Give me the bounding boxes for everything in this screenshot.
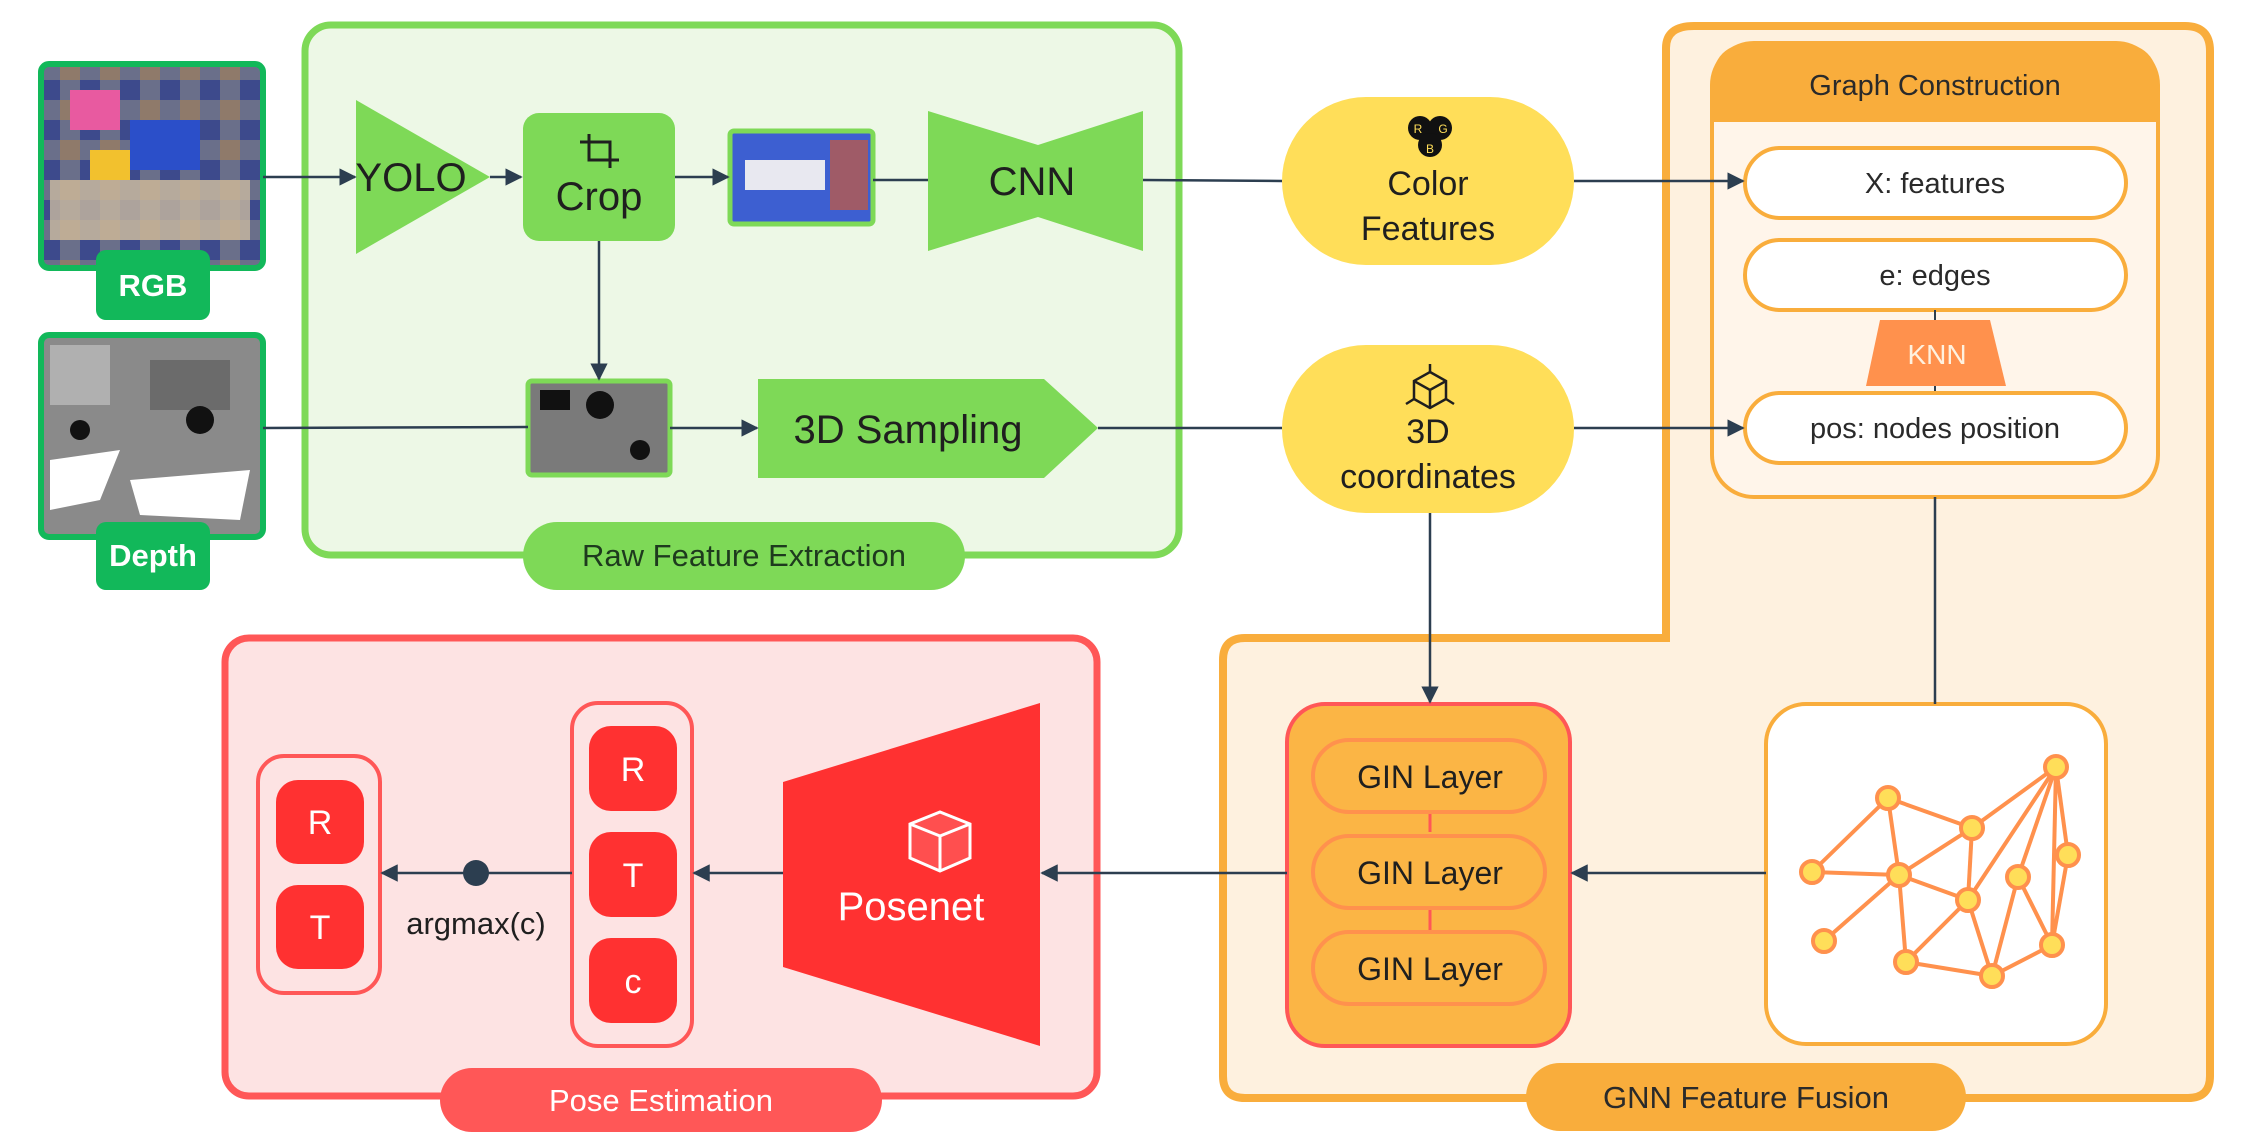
final-t-label: T (310, 909, 331, 947)
depth-input: Depth (38, 332, 266, 590)
posenet-block: Posenet (783, 703, 1040, 1046)
rgb-circles-icon: R G B (1408, 116, 1452, 157)
argmax-label: argmax(c) (406, 906, 546, 941)
gin-layers-block: GIN Layer GIN Layer GIN Layer (1285, 702, 1572, 1048)
e-edges-label: e: edges (1879, 260, 1990, 292)
crop-icon (580, 134, 619, 168)
color-features-pill: R G B Color Features (1282, 97, 1574, 265)
raw-feature-extraction-label-pill (523, 522, 965, 590)
gin-layer-3 (1311, 930, 1547, 1006)
final-r (276, 780, 364, 864)
color-features-line1: Color (1387, 165, 1468, 203)
pos-nodes-pill (1743, 391, 2128, 465)
pose-estimation-label: Pose Estimation (549, 1083, 773, 1118)
output-c-label: c (625, 963, 642, 1001)
cnn-block: CNN (928, 111, 1143, 251)
3d-sampling-label: 3D Sampling (793, 408, 1022, 452)
knn-label: KNN (1907, 339, 1966, 370)
output-r (589, 726, 677, 811)
argmax-node (463, 860, 489, 886)
crop-label: Crop (556, 175, 643, 219)
depth-label: Depth (109, 538, 197, 573)
final-outputs: R T (256, 754, 382, 995)
gin-layer-2 (1311, 834, 1547, 910)
knn-block (1866, 320, 2006, 386)
gin-layer-2-label: GIN Layer (1357, 855, 1503, 891)
rgb-icon-g: G (1438, 122, 1447, 136)
output-t (589, 832, 677, 917)
3d-coordinates-pill: 3D coordinates (1282, 345, 1574, 513)
output-c (589, 938, 677, 1023)
graph-construction-title: Graph Construction (1809, 70, 2060, 102)
rgb-label-tag (96, 250, 210, 320)
pos-nodes-label: pos: nodes position (1810, 413, 2060, 445)
3d-coordinates-line2: coordinates (1340, 458, 1516, 496)
3d-coordinates-line1: 3D (1406, 413, 1449, 451)
cropped-depth-thumbnail (525, 378, 673, 478)
raw-feature-extraction-section: Raw Feature Extraction (301, 21, 1183, 590)
depth-label-tag (96, 522, 210, 590)
color-features-line2: Features (1361, 210, 1495, 248)
final-t (276, 885, 364, 969)
gin-layer-1 (1311, 738, 1547, 814)
rgb-icon-b: B (1426, 142, 1434, 156)
graph-construction-box: Graph Construction X: features e: edges … (1710, 41, 2160, 499)
gin-layer-3-label: GIN Layer (1357, 951, 1503, 987)
posenet-outputs: R T c (570, 701, 694, 1048)
posenet-label: Posenet (838, 885, 985, 929)
rgb-input: RGB (38, 61, 266, 320)
graph-icon (1764, 702, 2108, 1046)
gnn-feature-fusion-label: GNN Feature Fusion (1603, 1080, 1889, 1115)
output-r-label: R (621, 751, 646, 789)
yolo-label: YOLO (355, 156, 466, 200)
gin-layer-1-label: GIN Layer (1357, 759, 1503, 795)
3d-sampling-block: 3D Sampling (758, 379, 1098, 478)
cropped-rgb-thumbnail (727, 128, 876, 227)
connectors (262, 168, 1937, 882)
final-r-label: R (308, 804, 333, 842)
cnn-label: CNN (989, 160, 1076, 204)
gnn-feature-fusion-label-pill (1526, 1063, 1966, 1131)
yolo-block: YOLO (355, 100, 490, 254)
x-features-pill (1743, 146, 2128, 220)
cube-icon (908, 810, 972, 873)
x-features-label: X: features (1865, 168, 2005, 200)
crop-block: Crop (523, 113, 675, 241)
pose-estimation-label-pill (440, 1068, 882, 1132)
output-t-label: T (623, 857, 644, 895)
rgb-label: RGB (119, 268, 188, 303)
raw-feature-extraction-label: Raw Feature Extraction (582, 538, 906, 573)
rgb-icon-r: R (1414, 122, 1423, 136)
cube-axes-icon (1405, 364, 1455, 410)
